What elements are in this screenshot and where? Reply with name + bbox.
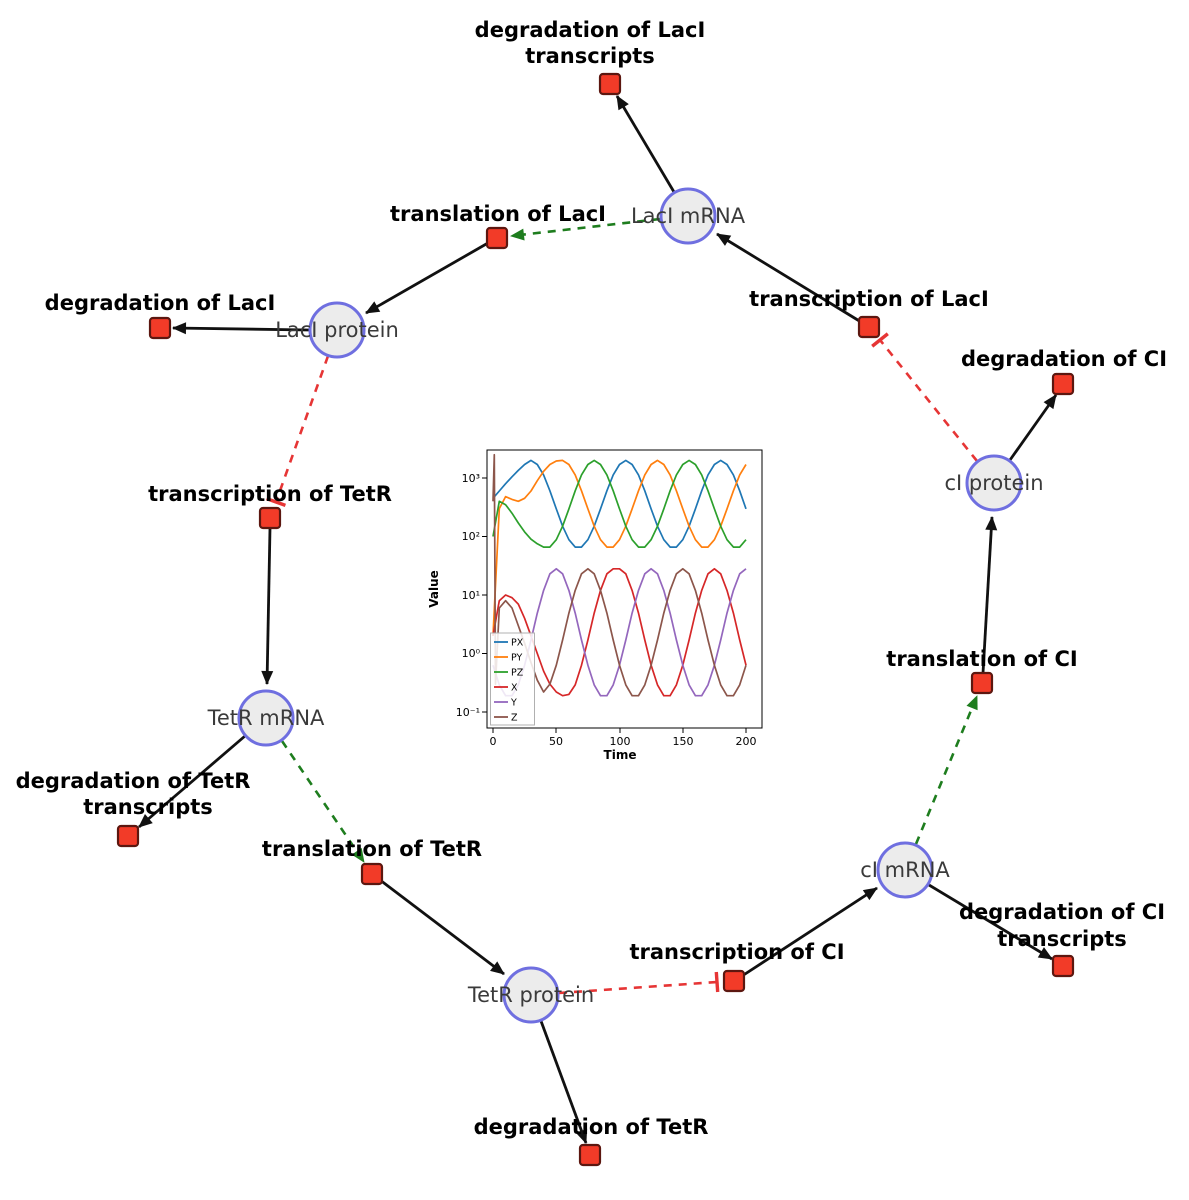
species-circle[interactable] xyxy=(876,841,934,899)
edge-ci-mrna-to-translation-ci xyxy=(914,695,979,845)
reaction-node-degradation-laci[interactable] xyxy=(148,316,172,340)
reaction-label: transcripts xyxy=(997,927,1127,951)
edge-laci-mrna-to-deg-laci-transcripts xyxy=(615,95,676,193)
reaction-label: transcripts xyxy=(83,795,213,819)
reaction-node-degradation-laci-transcripts[interactable] xyxy=(598,72,622,96)
chart-curves xyxy=(492,453,747,697)
reaction-node-transcription-tetr[interactable] xyxy=(258,506,282,530)
reaction-label: transcription of CI xyxy=(629,940,844,964)
edge-translation-tetr-to-tetr-protein xyxy=(379,878,505,976)
reaction-node-transcription-ci[interactable] xyxy=(722,969,746,993)
species-label: cI protein xyxy=(944,471,1043,495)
edge-laci-protein-to-deg-laci xyxy=(172,322,310,335)
chart-series-0 xyxy=(492,459,747,548)
y-tick-label: 10⁻¹ xyxy=(456,706,480,719)
reaction-label: transcription of LacI xyxy=(749,287,989,311)
reaction-node-transcription-laci[interactable] xyxy=(857,315,881,339)
edge-laci-mrna-to-translation-laci xyxy=(510,217,661,241)
reaction-label: degradation of LacI xyxy=(45,291,276,315)
species-tetr-mrna[interactable]: TetR mRNA xyxy=(207,689,325,747)
reaction-node-translation-tetr[interactable] xyxy=(360,862,384,886)
edge-transcription-laci-to-laci-mrna xyxy=(716,232,862,324)
chart-series-1 xyxy=(492,459,747,636)
edge-tetr-protein-to-deg-tetr xyxy=(539,1020,588,1144)
legend-label: Y xyxy=(510,698,517,709)
species-label: cI mRNA xyxy=(860,858,950,882)
edge-ci-protein-to-deg-ci xyxy=(1008,394,1058,461)
species-label: LacI mRNA xyxy=(631,204,746,228)
reaction-label: transcription of TetR xyxy=(148,482,392,506)
x-axis-label: Time xyxy=(604,748,637,762)
legend-label: PX xyxy=(511,638,524,649)
species-tetr-protein[interactable]: TetR protein xyxy=(467,966,594,1024)
reaction-label: degradation of TetR xyxy=(474,1115,709,1139)
reaction-node-degradation-tetr-transcripts[interactable] xyxy=(116,824,140,848)
species-circle[interactable] xyxy=(965,454,1023,512)
chart-series-2 xyxy=(492,459,747,548)
species-laci-protein[interactable]: LacI protein xyxy=(275,301,399,359)
y-axis-label: Value xyxy=(427,570,441,608)
edge-tetr-mrna-to-deg-tetr-transcripts xyxy=(138,734,246,829)
y-tick-label: 10² xyxy=(462,530,480,543)
reaction-node-translation-ci[interactable] xyxy=(970,671,994,695)
y-tick-label: 10⁰ xyxy=(462,647,481,660)
species-circle[interactable] xyxy=(308,301,366,359)
inset-chart: 10⁻¹ 10⁰ 10¹ 10² 10³ 0 50 100 150 200 Ti… xyxy=(427,449,763,762)
reaction-label: translation of TetR xyxy=(262,837,482,861)
chart-series-3 xyxy=(492,567,747,697)
reaction-label: degradation of CI xyxy=(959,900,1165,924)
legend-label: PY xyxy=(511,653,523,664)
reaction-label: transcripts xyxy=(525,44,655,68)
species-label: TetR protein xyxy=(467,983,594,1007)
reaction-label: translation of LacI xyxy=(390,202,606,226)
legend-label: X xyxy=(511,683,518,694)
species-ci-protein[interactable]: cI protein xyxy=(944,454,1044,512)
reaction-node-degradation-tetr[interactable] xyxy=(578,1143,602,1167)
edge-translation-laci-to-laci-protein xyxy=(365,241,489,315)
species-ci-mrna[interactable]: cI mRNA xyxy=(860,841,950,899)
edge-transcription-tetr-to-tetr-mrna xyxy=(261,527,274,685)
legend-box xyxy=(490,632,535,726)
edge-transcription-ci-to-ci-mrna xyxy=(741,886,878,978)
edge-ci-mrna-to-deg-ci-transcripts xyxy=(928,883,1053,961)
species-circle[interactable] xyxy=(659,187,717,245)
edge-translation-ci-to-ci-protein xyxy=(981,516,998,674)
reaction-label: degradation of CI xyxy=(961,347,1167,371)
reaction-node-degradation-ci[interactable] xyxy=(1051,372,1075,396)
edge-tetr-protein-inhibits-transcription-ci xyxy=(558,971,720,995)
reaction-label: degradation of TetR xyxy=(16,769,251,793)
x-tick-label: 150 xyxy=(673,735,694,748)
species-circle[interactable] xyxy=(502,966,560,1024)
species-circle[interactable] xyxy=(237,689,295,747)
reaction-node-translation-laci[interactable] xyxy=(485,226,509,250)
species-laci-mrna[interactable]: LacI mRNA xyxy=(631,187,746,245)
x-tick-label: 200 xyxy=(736,735,757,748)
reaction-node-degradation-ci-transcripts[interactable] xyxy=(1051,954,1075,978)
y-tick-label: 10¹ xyxy=(462,589,480,602)
chart-legend: PX PY PZ X Y Z xyxy=(490,632,535,726)
x-tick-label: 100 xyxy=(610,735,631,748)
reaction-label: degradation of LacI xyxy=(475,18,706,42)
y-tick-label: 10³ xyxy=(462,472,480,485)
x-tick-label: 0 xyxy=(490,735,497,748)
edge-ci-protein-inhibits-transcription-laci xyxy=(871,332,979,462)
x-tick-label: 50 xyxy=(549,735,563,748)
legend-label: Z xyxy=(511,713,518,724)
reaction-label: translation of CI xyxy=(886,647,1077,671)
species-label: TetR mRNA xyxy=(207,706,325,730)
legend-label: PZ xyxy=(511,668,524,679)
species-label: LacI protein xyxy=(275,318,399,342)
edge-laci-protein-inhibits-transcription-tetr xyxy=(266,355,330,507)
edge-tetr-mrna-to-translation-tetr xyxy=(280,740,366,863)
